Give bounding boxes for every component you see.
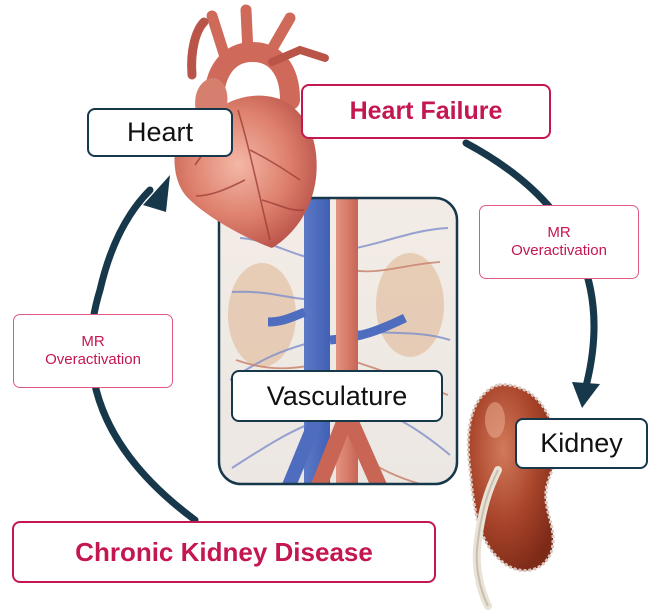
mr-right-line2: Overactivation <box>511 242 607 260</box>
mr-left-line2: Overactivation <box>45 351 141 369</box>
mr-right-line1: MR <box>547 224 570 242</box>
heart-label: Heart <box>87 108 233 157</box>
heart-failure-label: Heart Failure <box>301 84 551 139</box>
ckd-label-text: Chronic Kidney Disease <box>75 537 373 568</box>
vasculature-label: Vasculature <box>231 370 443 422</box>
heart-failure-text: Heart Failure <box>350 97 503 126</box>
mr-overactivation-right: MR Overactivation <box>479 205 639 279</box>
mr-left-line1: MR <box>81 333 104 351</box>
heart-label-text: Heart <box>127 117 193 148</box>
arrowhead-kidney <box>572 382 600 408</box>
kidney-label-text: Kidney <box>540 428 623 459</box>
mr-overactivation-left: MR Overactivation <box>13 314 173 388</box>
vasculature-illustration <box>219 198 457 488</box>
ckd-label: Chronic Kidney Disease <box>12 521 436 583</box>
kidney-label: Kidney <box>515 418 648 469</box>
vasculature-label-text: Vasculature <box>267 381 408 412</box>
